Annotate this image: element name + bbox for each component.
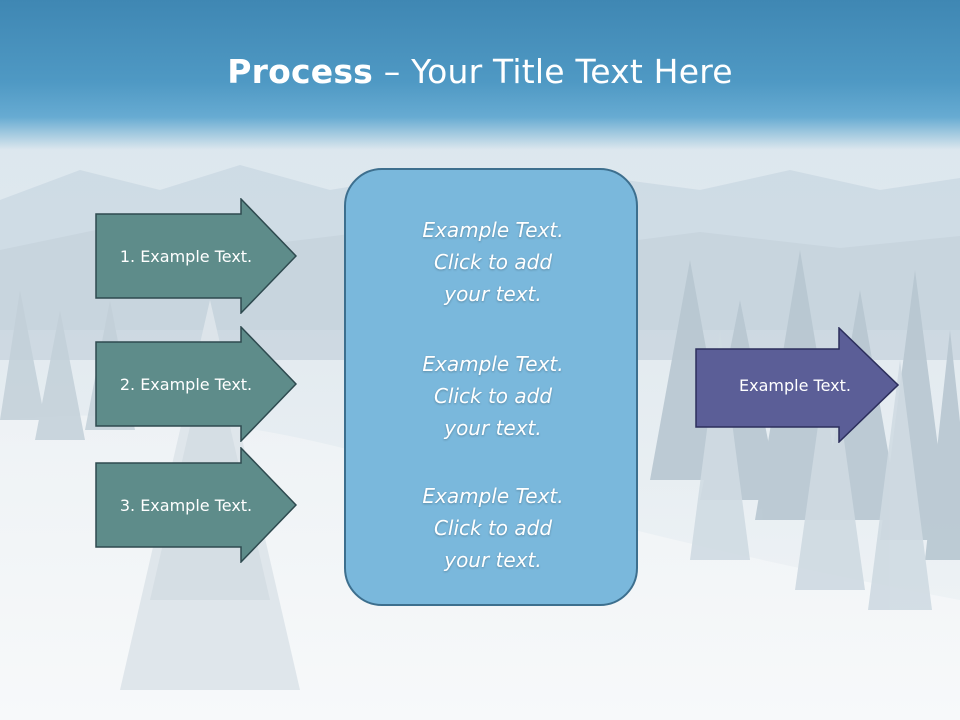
center-text-item-2[interactable]: Example Text. Click to add your text. [422,352,564,440]
process-arrow-label: 3. Example Text. [119,495,253,515]
center-text-item-3[interactable]: Example Text. Click to add your text. [422,484,564,572]
center-text-item-1[interactable]: Example Text. Click to add your text. [422,218,564,306]
process-arrow-3[interactable]: 3. Example Text. [95,447,297,563]
right-arrow-shape [95,326,297,442]
process-arrow-1[interactable]: 1. Example Text. [95,198,297,314]
title-bold-text: Process [227,52,374,91]
process-arrow-2[interactable]: 2. Example Text. [95,326,297,442]
right-arrow-shape [95,447,297,563]
slide-title[interactable]: Process – Your Title Text Here [0,52,960,91]
process-arrow-label: 2. Example Text. [119,374,253,394]
right-arrow-shape [695,327,899,443]
result-arrow[interactable]: Example Text. [695,327,899,443]
title-band [0,0,960,150]
right-arrow-shape [95,198,297,314]
title-rest-text: – Your Title Text Here [373,52,733,91]
process-arrow-label: 1. Example Text. [119,246,253,266]
center-text-box[interactable]: Example Text. Click to add your text. Ex… [344,168,638,606]
result-arrow-label: Example Text. [739,375,851,395]
